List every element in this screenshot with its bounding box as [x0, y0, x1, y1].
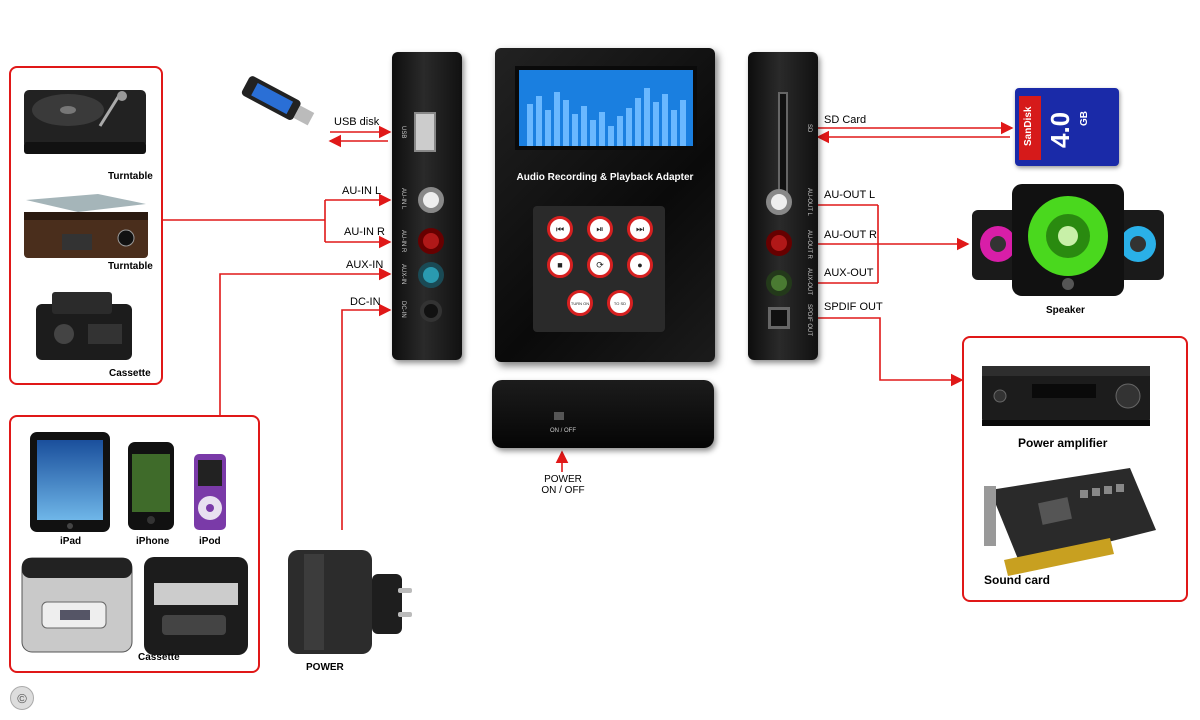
- power-adapter-image: [284, 530, 414, 662]
- power-adapter-label: POWER: [306, 662, 344, 673]
- sd-card-brand: SanDisk: [1023, 106, 1034, 146]
- cassette-player-image: [32, 284, 136, 366]
- equalizer-bars: [527, 88, 686, 146]
- turntable-label-2: Turntable: [108, 261, 153, 272]
- port-label-sd: SD: [806, 124, 812, 133]
- left-side-panel: USB AU-IN L AU-IN R AUX-IN DC-IN: [392, 52, 462, 360]
- power-plug-icon: [288, 550, 412, 654]
- cassette-label-2: Cassette: [138, 652, 180, 663]
- record-button[interactable]: ●: [627, 252, 653, 278]
- previous-button[interactable]: ⏮: [547, 216, 573, 242]
- usb-disk-label: USB disk: [334, 116, 380, 128]
- to-sd-button[interactable]: TO SD: [607, 290, 633, 316]
- sd-card-capacity: 4.0: [1045, 111, 1075, 148]
- port-label-au-out-l: AU-OUT L: [806, 188, 812, 216]
- spdif-port[interactable]: [768, 307, 790, 329]
- switch-label: ON / OFF: [550, 428, 576, 434]
- dc-in-label: DC-IN: [350, 296, 381, 308]
- ipod-label: iPod: [199, 536, 221, 547]
- usb-stick-icon: [241, 76, 315, 126]
- turntable-label-1: Turntable: [108, 171, 153, 182]
- spdif-out-label: SPDIF OUT: [824, 301, 883, 313]
- turntable-image-1: [20, 76, 150, 166]
- speaker-icon: [972, 184, 1164, 296]
- output-group: [962, 336, 1188, 602]
- next-button[interactable]: ⏭: [627, 216, 653, 242]
- au-in-r-label: AU-IN R: [344, 226, 385, 238]
- sd-card-image: SanDisk 4.0 GB: [1015, 88, 1119, 166]
- sd-card-unit: GB: [1079, 111, 1090, 126]
- port-label-au-in-r: AU-IN R: [400, 230, 406, 253]
- power-switch[interactable]: [554, 412, 564, 420]
- cassette-digitizer-image-2: [140, 555, 252, 659]
- au-out-r-label: AU-OUT R: [824, 229, 877, 241]
- iphone-label: iPhone: [136, 536, 170, 547]
- iphone-image: [126, 440, 176, 532]
- bottom-panel: ON / OFF: [492, 380, 714, 448]
- ipad-label: iPad: [60, 536, 82, 547]
- source-group-mobile: [9, 415, 260, 673]
- iphone-icon: [128, 442, 174, 530]
- port-label-aux-out: AUX-OUT: [806, 268, 812, 295]
- sound-card-icon: [984, 468, 1156, 576]
- ipad-icon: [30, 432, 110, 532]
- cassette-label-1: Cassette: [109, 368, 151, 379]
- au-out-l-label: AU-OUT L: [824, 189, 876, 201]
- turntable-image-2: [18, 190, 153, 268]
- cassette-digitizer-image-1: [20, 552, 136, 662]
- source-group-analog: [9, 66, 163, 385]
- turntable-icon: [24, 90, 146, 154]
- port-label-usb: USB: [400, 126, 406, 139]
- sound-card-label: Sound card: [984, 573, 1051, 587]
- sd-card-label: SD Card: [824, 114, 867, 126]
- right-side-panel: SD AU-OUT L AU-OUT R AUX-OUT SPDIF OUT: [748, 52, 818, 360]
- ipod-image: [192, 452, 228, 532]
- copyright-icon: ©: [10, 686, 34, 710]
- cassette-digitizer-icon: [21, 557, 133, 653]
- cassette-player-icon: [36, 292, 132, 360]
- au-in-l-jack[interactable]: [418, 187, 444, 213]
- au-in-r-jack[interactable]: [418, 228, 444, 254]
- aux-out-label: AUX-OUT: [824, 267, 874, 279]
- amplifier-icon: [982, 366, 1150, 426]
- ipad-image: [28, 430, 112, 534]
- stop-button[interactable]: ■: [547, 252, 573, 278]
- power-amplifier-label: Power amplifier: [1018, 436, 1108, 450]
- ipod-icon: [194, 454, 226, 530]
- port-label-spdif-out: SPDIF OUT: [806, 304, 812, 337]
- port-label-au-out-r: AU-OUT R: [806, 230, 812, 259]
- au-out-r-jack[interactable]: [766, 230, 792, 256]
- speaker-image: [968, 180, 1168, 302]
- power-switch-label: POWER ON / OFF: [541, 474, 585, 496]
- dc-in-jack[interactable]: [420, 300, 442, 322]
- play-pause-button[interactable]: ⏯: [587, 216, 613, 242]
- port-label-dc-in: DC-IN: [400, 301, 406, 318]
- cassette-digitizer-black-icon: [144, 557, 248, 655]
- port-label-au-in-l: AU-IN L: [400, 188, 406, 210]
- au-in-l-label: AU-IN L: [342, 185, 382, 197]
- power-amplifier-image: [980, 362, 1152, 428]
- main-unit: Audio Recording & Playback Adapter ⏮ ⏯ ⏭…: [495, 48, 715, 362]
- sound-card-image: [980, 460, 1160, 592]
- aux-out-jack[interactable]: [766, 270, 792, 296]
- lcd-screen: [515, 66, 697, 150]
- sd-card-stripe: [1019, 96, 1041, 160]
- speaker-label: Speaker: [1046, 305, 1085, 316]
- port-label-aux-in: AUX-IN: [400, 264, 406, 285]
- control-pad: ⏮ ⏯ ⏭ ■ ⟳ ● TURN ON TO SD: [533, 206, 665, 332]
- turntable-case-icon: [24, 194, 148, 258]
- au-out-l-jack[interactable]: [766, 189, 792, 215]
- unit-title: Audio Recording & Playback Adapter: [516, 172, 694, 183]
- turn-on-button[interactable]: TURN ON: [567, 290, 593, 316]
- repeat-button[interactable]: ⟳: [587, 252, 613, 278]
- aux-in-label: AUX-IN: [346, 259, 384, 271]
- aux-in-jack[interactable]: [418, 262, 444, 288]
- usb-port[interactable]: [414, 112, 436, 152]
- usb-disk-image: [234, 60, 320, 140]
- sd-slot[interactable]: [778, 92, 788, 194]
